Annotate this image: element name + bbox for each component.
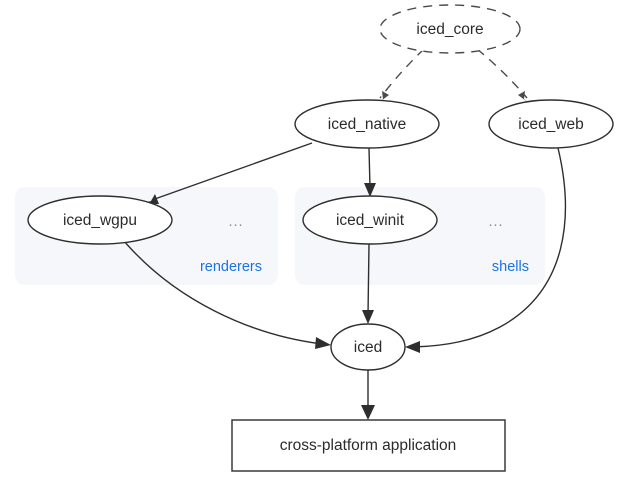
- node-iced-winit-label: iced_winit: [336, 212, 405, 229]
- edge-winit-to-iced-line: [367, 243, 370, 316]
- node-iced-core[interactable]: iced_core: [379, 4, 521, 54]
- node-iced-native[interactable]: iced_native: [294, 99, 440, 149]
- node-iced-core-label: iced_core: [416, 21, 483, 38]
- node-iced-shape[interactable]: [330, 323, 406, 371]
- edge-core-to-native-line: [379, 48, 425, 99]
- node-iced-native-label: iced_native: [328, 116, 406, 133]
- edge-core-to-web-arrowhead: [518, 91, 533, 106]
- node-iced[interactable]: iced: [330, 323, 406, 371]
- edge-wgpu-to-iced: [123, 240, 331, 349]
- node-iced-web-label: iced_web: [518, 116, 584, 133]
- edge-web-to-iced-line: [413, 147, 567, 348]
- edge-native-to-winit: [364, 147, 376, 197]
- cluster-shells-label: shells: [492, 259, 529, 275]
- edge-web-to-iced: [405, 147, 567, 353]
- edge-iced-to-application-arrowhead: [361, 405, 375, 420]
- shells-more-icon: ...: [488, 214, 503, 230]
- node-iced-core-shape[interactable]: [379, 4, 521, 54]
- edge-winit-to-iced: [362, 243, 374, 324]
- edge-core-to-native: [374, 48, 425, 106]
- node-iced-wgpu[interactable]: iced_wgpu: [27, 195, 173, 245]
- node-iced-wgpu-shape[interactable]: [27, 195, 173, 245]
- node-application-shape[interactable]: [231, 419, 506, 472]
- edge-core-to-web-line: [476, 48, 528, 99]
- node-iced-winit-shape[interactable]: [302, 195, 438, 245]
- edge-native-to-winit-line: [368, 147, 371, 189]
- edge-core-to-native-arrowhead: [374, 91, 389, 106]
- node-iced-winit[interactable]: iced_winit: [302, 195, 438, 245]
- edge-native-to-wgpu-line: [151, 142, 313, 201]
- cluster-renderers-label: renderers: [200, 259, 262, 275]
- node-iced-wgpu-label: iced_wgpu: [63, 212, 137, 229]
- edge-native-to-wgpu: [140, 142, 313, 204]
- node-iced-label: iced: [354, 339, 382, 356]
- edge-wgpu-to-iced-arrowhead: [315, 337, 331, 349]
- edge-wgpu-to-iced-line: [123, 240, 323, 345]
- edge-core-to-web: [476, 48, 533, 106]
- edge-web-to-iced-arrowhead: [405, 341, 420, 353]
- edge-winit-to-iced-arrowhead: [362, 310, 374, 324]
- node-iced-native-shape[interactable]: [294, 99, 440, 149]
- node-iced-web-shape[interactable]: [488, 99, 614, 149]
- edge-native-to-winit-arrowhead: [364, 183, 376, 197]
- node-iced-web[interactable]: iced_web: [488, 99, 614, 149]
- edge-native-to-wgpu-arrowhead: [140, 194, 159, 204]
- edge-iced-to-application: [361, 370, 375, 420]
- node-application[interactable]: cross-platform application: [231, 419, 506, 472]
- node-application-label: cross-platform application: [280, 437, 457, 454]
- renderers-more-icon: ...: [228, 214, 243, 230]
